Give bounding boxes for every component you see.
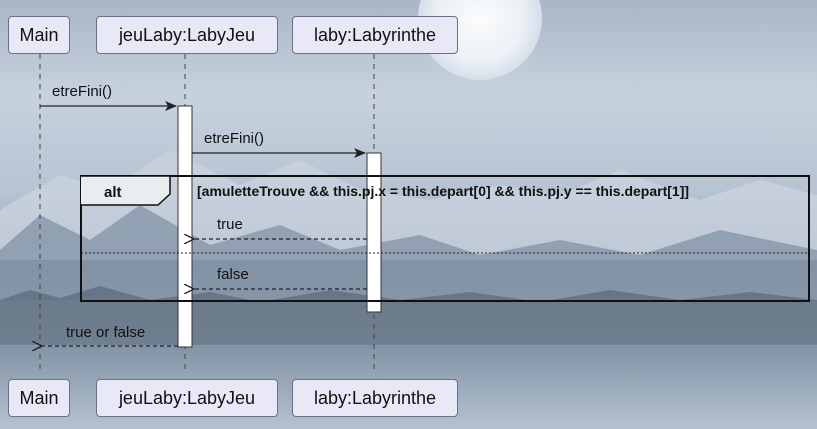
activation-laby [366,152,382,313]
participant-jeu-bottom: jeuLaby:LabyJeu [96,379,278,417]
return-label-false: false [217,266,249,283]
message-label-1: etreFini() [52,83,113,100]
return-label-true: true [217,216,243,233]
participant-laby-bottom: laby:Labyrinthe [292,379,458,417]
alt-operator: alt [104,184,122,201]
alt-guard: [amuletteTrouve && this.pj.x = this.depa… [197,183,690,199]
participant-main-bottom: Main [8,379,70,417]
participant-laby-top: laby:Labyrinthe [292,16,458,54]
message-label-2: etreFini() [204,130,265,147]
return-label-final: true or false [66,324,146,341]
activation-jeu [177,105,193,348]
participant-main-top: Main [8,16,70,54]
mountains-far [0,150,817,260]
alt-frame-tab [81,175,171,206]
mountains-near [0,205,817,300]
participant-jeu-top: jeuLaby:LabyJeu [96,16,278,54]
